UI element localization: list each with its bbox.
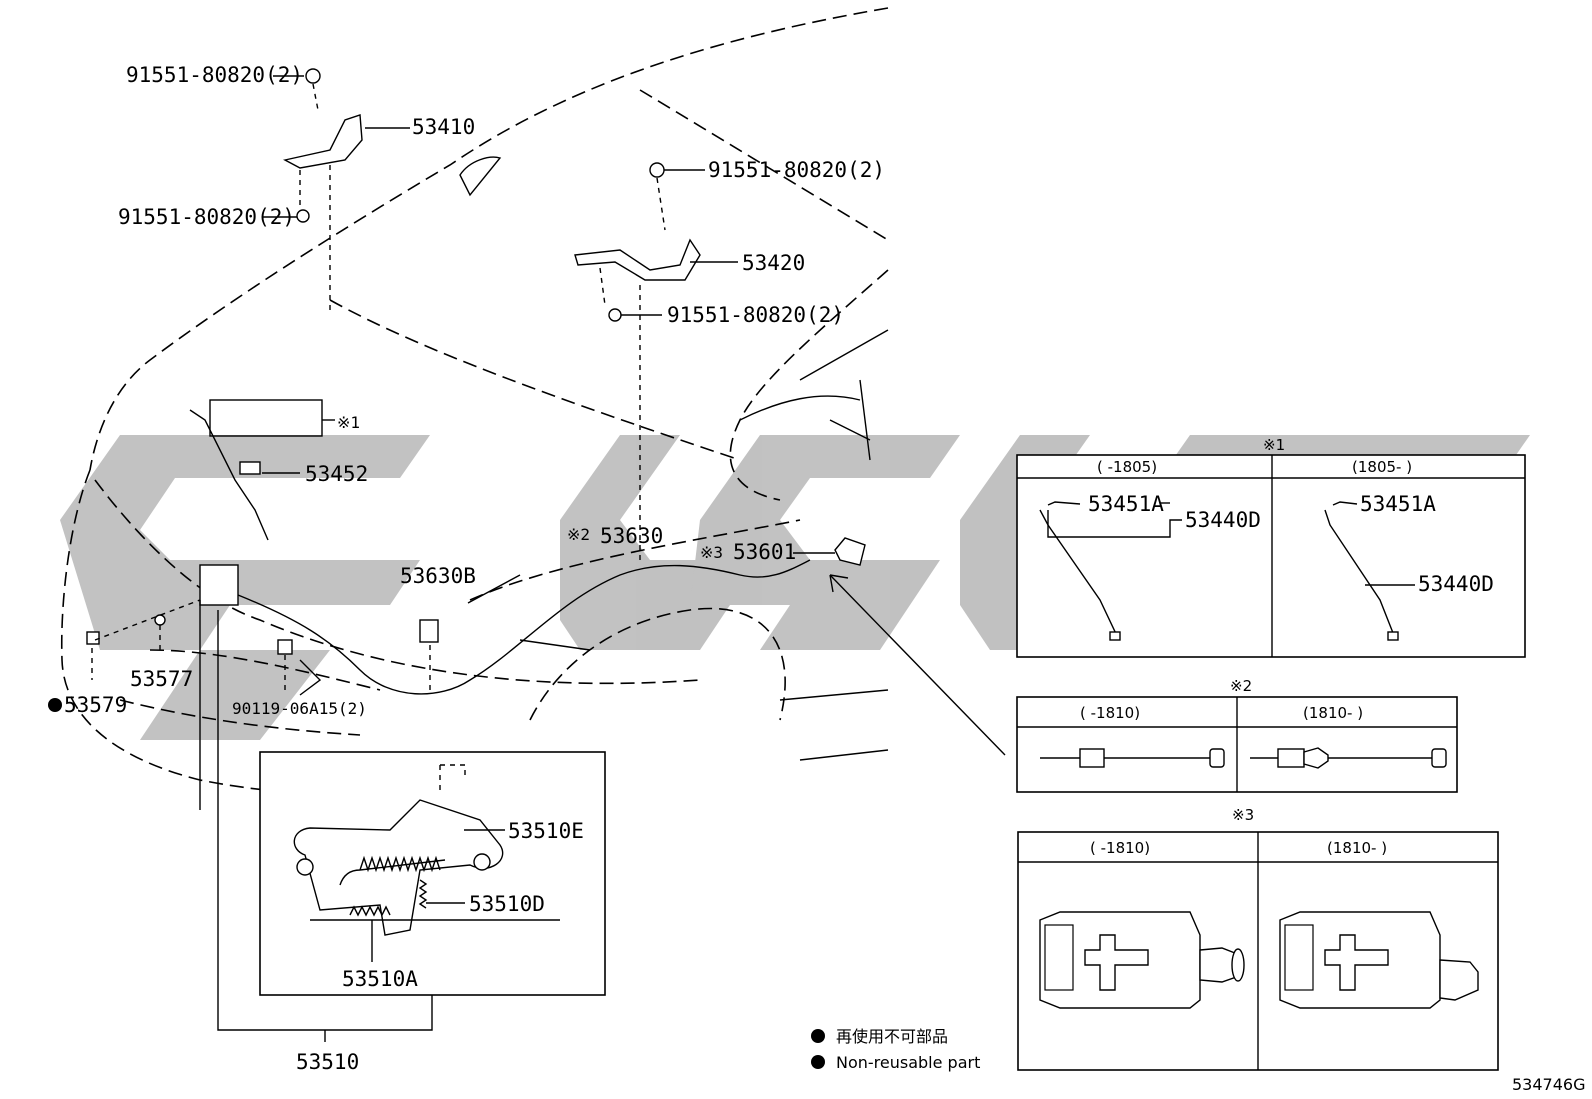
label-cable-ref: ※2 [567,525,590,544]
label-retainer: 53579 [64,693,127,717]
label-lever: 53601 [733,540,796,564]
illustration-id: 534746G [1512,1075,1585,1094]
label-bolt-4: 91551-80820(2) [667,303,844,327]
label-clamp: 53630B [400,564,476,588]
detail-1-col-right: (1805- ) [1352,458,1412,476]
detail-1-right-part-b: 53440D [1418,572,1494,596]
lock-detail-box [259,751,606,996]
label-hinge-lh: 53410 [412,115,475,139]
label-spring-a: 53510A [342,967,418,991]
hood-support-drawing [189,399,335,541]
label-spring-e: 53510E [508,819,584,843]
label-hinge-rh: 53420 [742,251,805,275]
label-support-clip: 53452 [305,462,368,486]
detail-1-col-left: ( -1805) [1097,458,1157,476]
label-cushion: 53577 [130,667,193,691]
detail-3-col-left: ( -1810) [1090,839,1150,857]
release-lever-drawing [793,537,1006,756]
legend-bullet-ja [811,1029,825,1043]
label-note-1-ref: ※1 [337,413,360,432]
hood-lock-drawing [86,559,811,1042]
legend-line-ja: 再使用不可部品 [836,1027,948,1046]
detail-1-marker: ※1 [1263,436,1285,454]
label-spring-d: 53510D [469,892,545,916]
detail-3-marker: ※3 [1232,806,1254,824]
detail-3-table [1017,831,1499,1071]
detail-1-right-part-a: 53451A [1360,492,1436,516]
detail-1-table [1016,454,1526,658]
label-lock-bolt: 90119-06A15(2) [232,699,367,718]
non-reusable-marker [48,698,62,712]
detail-2-table [1016,696,1458,793]
label-lock: 53510 [296,1050,359,1074]
detail-2-marker: ※2 [1230,677,1252,695]
detail-1-left-part-b: 53440D [1185,508,1261,532]
detail-1-left-part-a: 53451A [1088,492,1164,516]
label-cable: 53630 [600,524,663,548]
detail-3-col-right: (1810- ) [1327,839,1387,857]
legend-bullet-en [811,1055,825,1069]
label-bolt-3: 91551-80820(2) [118,205,295,229]
label-bolt-1: 91551-80820(2) [126,63,303,87]
legend-line-en: Non-reusable part [836,1053,980,1072]
legend: 再使用不可部品 Non-reusable part [811,1027,980,1072]
hinge-lh-drawing [283,68,363,310]
label-bolt-2: 91551-80820(2) [708,158,885,182]
vehicle-outline [60,7,889,798]
label-lever-ref: ※3 [700,543,723,562]
detail-2-col-left: ( -1810) [1080,704,1140,722]
detail-2-col-right: (1810- ) [1303,704,1363,722]
